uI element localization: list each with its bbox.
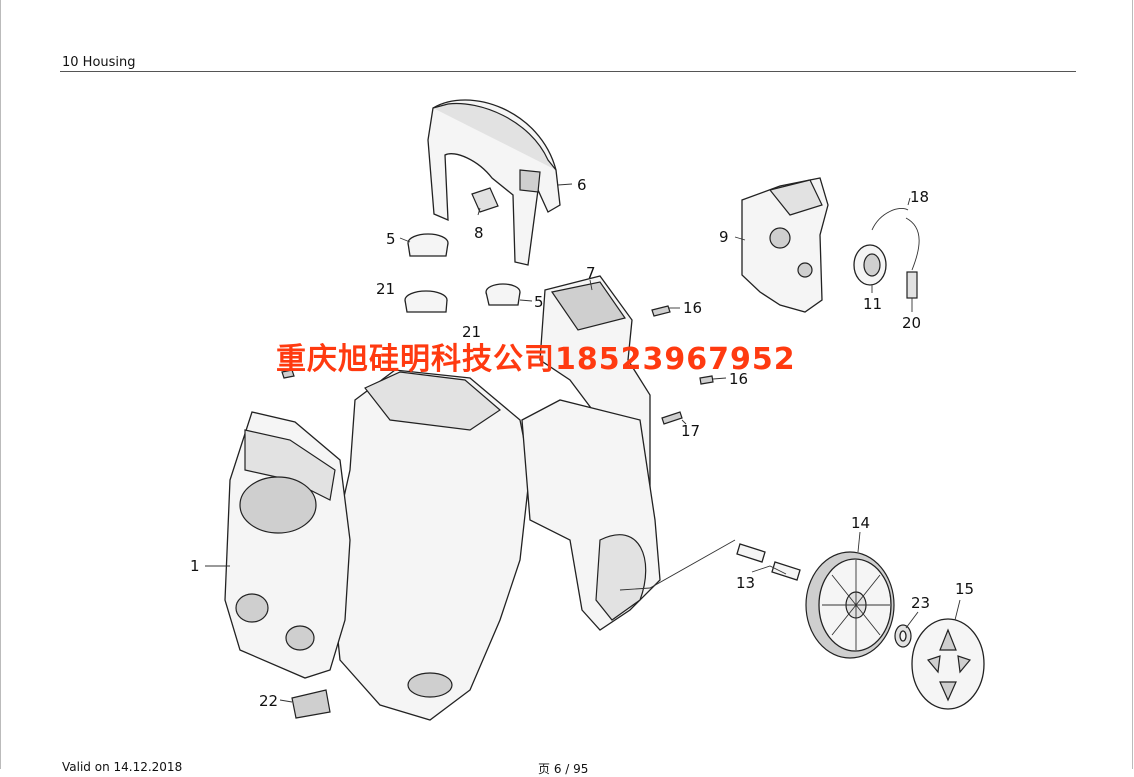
section-title: 10 Housing xyxy=(62,55,136,70)
header-rule xyxy=(60,71,1076,72)
watermark-text: 重庆旭硅明科技公司18523967952 xyxy=(276,342,796,377)
part-handle xyxy=(427,99,561,266)
callout-14: 14 xyxy=(851,514,870,532)
part-washer xyxy=(894,624,912,648)
part-hubcap xyxy=(911,618,985,710)
part-bracket xyxy=(741,177,829,313)
callout-8: 8 xyxy=(474,224,484,242)
callout-labels: 1 5 5 6 7 8 9 11 13 14 15 16 16 17 18 20… xyxy=(190,176,974,710)
part-main-housing xyxy=(329,369,531,721)
leader-lines xyxy=(205,183,961,703)
callout-20: 20 xyxy=(902,314,921,332)
part-screws xyxy=(281,305,714,425)
callout-15: 15 xyxy=(955,580,974,598)
part-clip xyxy=(471,187,499,213)
part-hose-fitting xyxy=(853,208,920,299)
callout-6: 6 xyxy=(577,176,587,194)
callout-18: 18 xyxy=(910,188,929,206)
part-foot xyxy=(291,689,331,719)
callout-21a: 21 xyxy=(376,280,395,298)
callout-5b: 5 xyxy=(534,293,544,311)
callout-17: 17 xyxy=(681,422,700,440)
callout-21b: 21 xyxy=(462,323,481,341)
callout-23: 23 xyxy=(911,594,930,612)
part-hooks xyxy=(404,233,521,313)
callout-1: 1 xyxy=(190,557,200,575)
callout-5a: 5 xyxy=(386,230,396,248)
callout-22: 22 xyxy=(259,692,278,710)
footer-valid-date: Valid on 14.12.2018 xyxy=(62,760,183,774)
callout-7: 7 xyxy=(586,264,596,282)
footer-page-number: 页 6 / 95 xyxy=(538,762,589,776)
part-front-cover xyxy=(224,411,351,679)
callout-16b: 16 xyxy=(729,370,748,388)
callout-9: 9 xyxy=(719,228,729,246)
callout-13: 13 xyxy=(736,574,755,592)
callout-11: 11 xyxy=(863,295,882,313)
callout-16a: 16 xyxy=(683,299,702,317)
part-axles xyxy=(736,543,801,581)
part-frame-rear xyxy=(521,399,661,631)
part-wheel xyxy=(805,551,895,659)
